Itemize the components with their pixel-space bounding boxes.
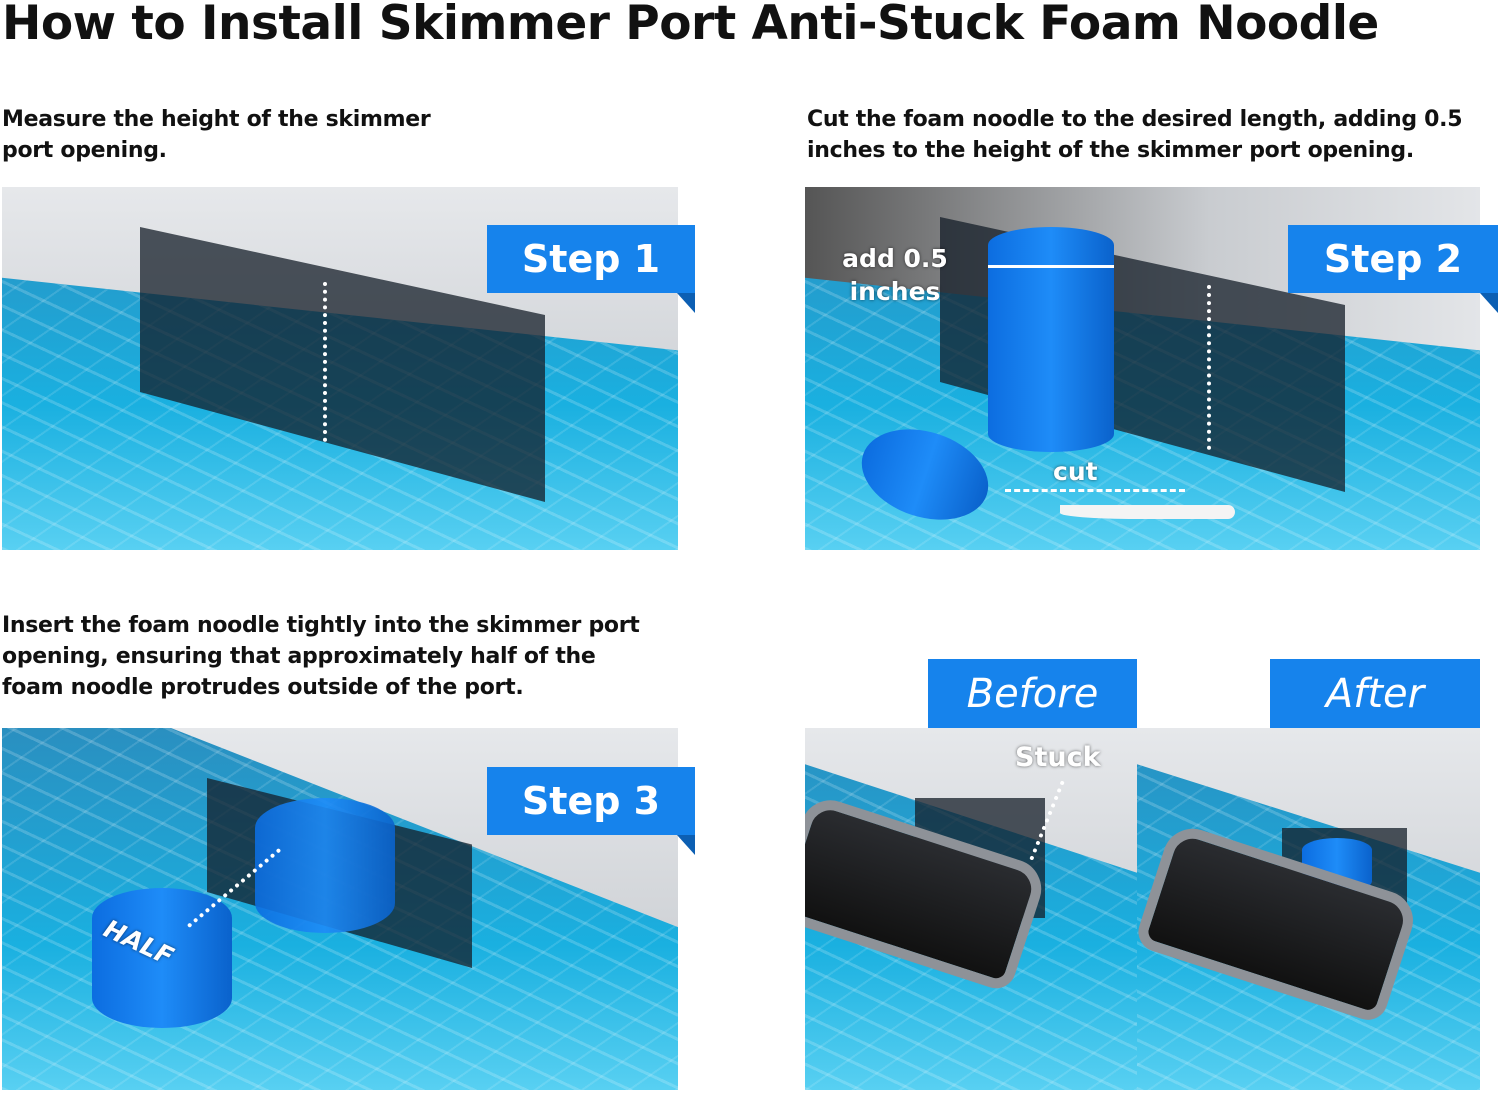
height-arrow-icon <box>323 282 327 442</box>
after-tag: After <box>1270 659 1480 728</box>
height-arrow-icon <box>1207 285 1211 450</box>
foam-noodle <box>92 888 232 1028</box>
stuck-label: Stuck <box>1015 742 1101 773</box>
step1-tag: Step 1 <box>487 225 695 313</box>
step3-caption: Insert the foam noodle tightly into the … <box>2 613 640 700</box>
cut-label: cut <box>1053 457 1098 486</box>
cut-line <box>1005 489 1185 492</box>
step1-caption: Measure the height of the skimmer port o… <box>2 107 431 163</box>
step3-tag: Step 3 <box>487 767 695 855</box>
step2-caption: Cut the foam noodle to the desired lengt… <box>807 107 1463 163</box>
before-image: Stuck <box>805 728 1137 1090</box>
after-image <box>1137 728 1480 1090</box>
step2-tag: Step 2 <box>1288 225 1498 313</box>
foam-noodle <box>988 227 1114 452</box>
page-title: How to Install Skimmer Port Anti-Stuck F… <box>2 0 1379 51</box>
add-label: add 0.5 inches <box>842 244 948 306</box>
knife-icon <box>1060 505 1235 519</box>
before-tag: Before <box>928 659 1137 728</box>
